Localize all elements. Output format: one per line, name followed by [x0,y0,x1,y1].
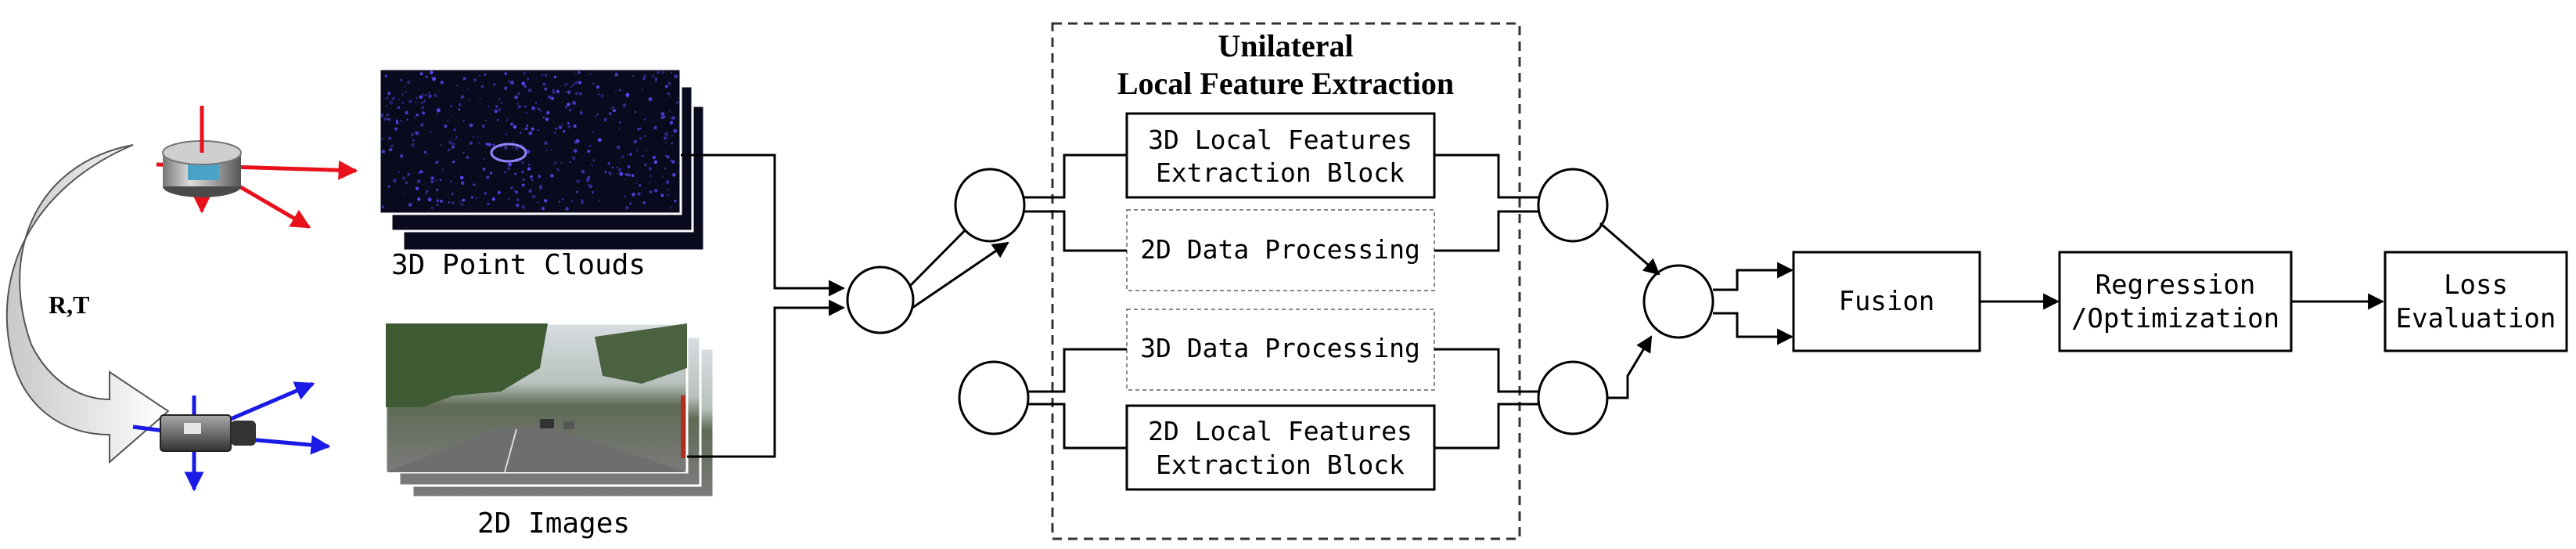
camera-image-stack [384,322,715,499]
lidar-sensor-icon [156,106,358,229]
unilateral-title-line2: Local Feature Extraction [1117,66,1454,101]
loss-evaluation-block [2384,251,2568,352]
point-cloud-image-stack [378,67,706,252]
merge-node [846,265,915,334]
regression-line1: Regression [2096,269,2256,301]
point-cloud-label: 3D Point Clouds [391,249,646,281]
fusion-input-node [1642,264,1714,339]
regression-block [2058,251,2293,352]
fusion-block [1792,251,1981,352]
regression-line2: /Optimization [2071,303,2279,334]
split-node-upper-left [954,168,1026,243]
calibration-curved-arrow [5,144,170,464]
block-3d-local-features-line1: 3D Local Features [1148,125,1412,155]
unilateral-title-line1: Unilateral [1218,28,1353,63]
block-2d-local-features-line1: 2D Local Features [1148,416,1412,446]
block-2d-data-processing-label: 2D Data Processing [1140,234,1420,265]
block-3d-data-processing-label: 3D Data Processing [1140,333,1420,363]
loss-line1: Loss [2444,269,2508,301]
loss-line2: Evaluation [2396,303,2556,334]
split-node-lower-left [958,360,1030,435]
calibration-label: R,T [49,291,89,319]
block-3d-local-features [1125,112,1436,199]
group-connectors [1024,154,1538,450]
block-2d-data-processing [1126,209,1435,291]
image-label: 2D Images [477,507,630,540]
camera-sensor-icon [132,381,331,492]
fusion-label: Fusion [1839,286,1935,317]
output-connectors [1599,222,2385,399]
block-2d-local-features-line2: Extraction Block [1156,450,1405,480]
unilateral-group-frame [1051,22,1521,540]
join-node-lower-right [1537,360,1609,435]
join-node-upper-right [1537,168,1609,243]
node-circles [846,168,1714,435]
block-3d-local-features-line2: Extraction Block [1156,157,1405,188]
